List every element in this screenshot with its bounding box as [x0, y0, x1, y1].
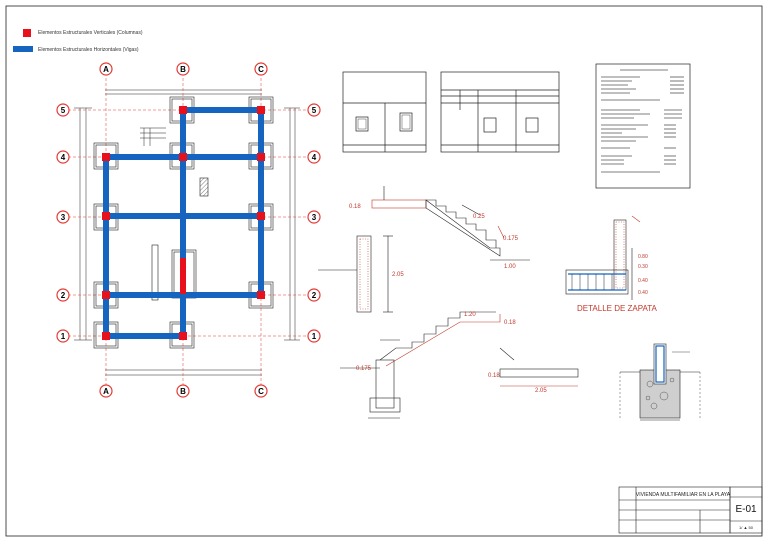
- axis-label: 2: [312, 291, 317, 300]
- dimension-label: 0.18: [488, 373, 500, 379]
- axis-bubble-top-b: B: [176, 62, 190, 76]
- legend-swatch-beams: [13, 46, 33, 52]
- axis-label: 3: [61, 213, 66, 222]
- column: [257, 153, 265, 161]
- dimension-label: 1.20: [464, 312, 476, 318]
- dimension-label: 0.40: [638, 290, 648, 296]
- dimension-label: 0.18: [349, 204, 361, 210]
- beam: [103, 333, 183, 339]
- footing-detail: [565, 215, 641, 300]
- dimension-label: 2.05: [535, 388, 547, 394]
- axis-label: 4: [61, 153, 66, 162]
- dimension-label: 0.30: [638, 264, 648, 270]
- sheet-code: E-01: [735, 504, 757, 515]
- detail-title: DETALLE DE ZAPATA: [577, 304, 658, 313]
- axis-label: 2: [61, 291, 66, 300]
- beam: [180, 107, 186, 339]
- axis-label: B: [180, 65, 186, 74]
- beam: [258, 107, 264, 298]
- dimension-label: 0.25: [473, 214, 485, 220]
- axis-label: C: [258, 65, 264, 74]
- dimension-label: 0.80: [638, 254, 648, 260]
- axis-bubble-bottom-c: C: [254, 384, 268, 398]
- axis-label: 4: [312, 153, 317, 162]
- column-elevation: [318, 235, 393, 313]
- axis-label: 1: [61, 332, 66, 341]
- title-block-title: VIVIENDA MULTIFAMILIAR EN LA PLAYA: [636, 492, 731, 498]
- axis-label: A: [103, 65, 109, 74]
- column: [257, 106, 265, 114]
- legend-label-columns: Elementos Estructurales Verticales (Colu…: [38, 30, 143, 36]
- axis-label: C: [258, 387, 264, 396]
- axis-label: B: [180, 387, 186, 396]
- dimension-label: 2.05: [392, 272, 404, 278]
- beam: [180, 107, 262, 113]
- axis-bubble-left-5: 5: [56, 103, 70, 117]
- axis-label: 5: [61, 106, 66, 115]
- column: [179, 153, 187, 161]
- upper-stair-section: [371, 186, 530, 261]
- dimension-label: 0.40: [638, 278, 648, 284]
- column: [179, 106, 187, 114]
- specifications-table: [595, 63, 691, 189]
- dimension-label: 1.00: [504, 264, 516, 270]
- axis-label: 1: [312, 332, 317, 341]
- beam-schedule-table: [440, 71, 560, 153]
- axis-label: 3: [312, 213, 317, 222]
- axis-bubble-right-4: 4: [307, 150, 321, 164]
- axis-bubble-top-c: C: [254, 62, 268, 76]
- axis-bubble-left-2: 2: [56, 288, 70, 302]
- axis-bubble-top-a: A: [99, 62, 113, 76]
- foundation-section-detail: [619, 343, 701, 421]
- title-block: [618, 486, 763, 534]
- axis-bubble-right-2: 2: [307, 288, 321, 302]
- axis-label: 5: [312, 106, 317, 115]
- dimension-label: 0.18: [504, 320, 516, 326]
- axis-bubble-right-3: 3: [307, 210, 321, 224]
- beam: [103, 154, 109, 339]
- axis-bubble-right-1: 1: [307, 329, 321, 343]
- scale-label: 1/ ▲ 50: [739, 525, 754, 530]
- axis-bubbles: A B C A B C 5 4 3 2 1 5 4 3 2 1: [56, 62, 321, 398]
- axis-bubble-left-1: 1: [56, 329, 70, 343]
- axis-bubble-left-3: 3: [56, 210, 70, 224]
- legend-label-beams: Elementos Estructurales Horizontales (Vi…: [38, 47, 139, 53]
- upper-stair-dims: 0.18 0.25 0.175 1.00: [349, 204, 519, 270]
- column: [179, 332, 187, 340]
- dimension-label: 0.175: [356, 366, 372, 372]
- axis-bubble-left-4: 4: [56, 150, 70, 164]
- axis-bubble-bottom-b: B: [176, 384, 190, 398]
- column: [102, 212, 110, 220]
- foundation-plan: A B C A B C 5 4 3 2 1 5 4 3 2 1: [56, 62, 321, 398]
- axis-bubble-right-5: 5: [307, 103, 321, 117]
- footing-dims: 0.80 0.30 0.40 0.40: [638, 254, 648, 296]
- column: [257, 291, 265, 299]
- lower-stair-dims: 1.20 0.18 0.175 0.18 2.05: [356, 312, 547, 394]
- column-schedule-table: [342, 71, 427, 153]
- legend-swatch-columns: [23, 29, 31, 37]
- column: [102, 153, 110, 161]
- axis-label: A: [103, 387, 109, 396]
- lower-stair-section: [340, 311, 579, 419]
- dimension-label: 0.175: [503, 236, 519, 242]
- column: [102, 291, 110, 299]
- column: [180, 258, 186, 294]
- columns: [102, 106, 265, 340]
- beams: [103, 107, 264, 339]
- column: [257, 212, 265, 220]
- column: [102, 332, 110, 340]
- sheet-border: [5, 5, 763, 537]
- axis-bubble-bottom-a: A: [99, 384, 113, 398]
